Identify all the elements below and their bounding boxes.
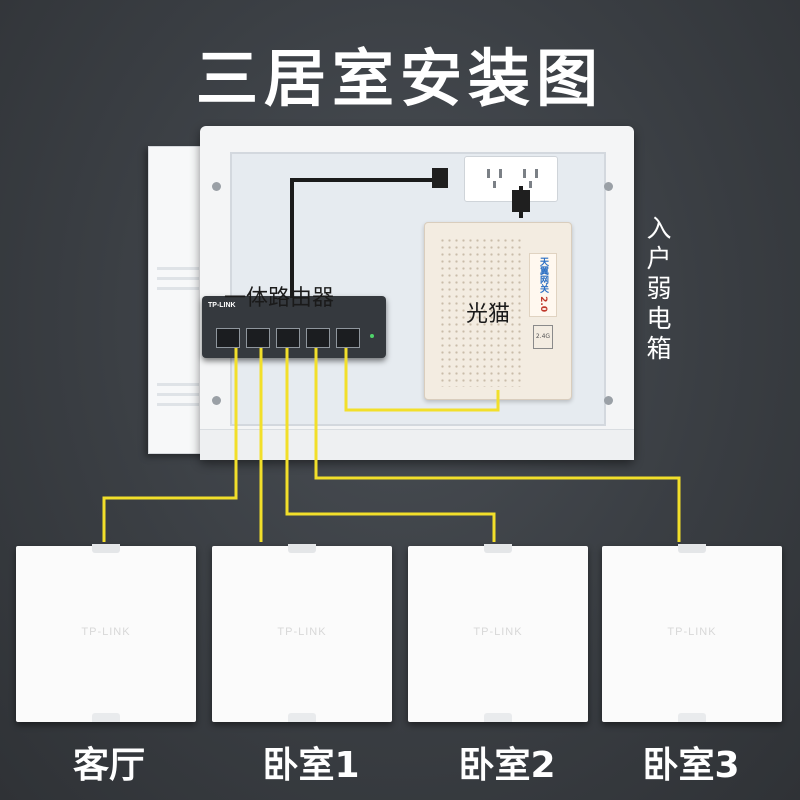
modem-label: 光猫 [466,302,511,327]
door-vent [157,277,199,280]
wiring-box-bottom-strip [200,429,634,460]
screw-icon [212,396,221,405]
power-socket-plate [464,156,558,202]
modem-band-tag: 2.4G [533,325,553,349]
panel-top-notch [484,544,512,553]
panel-top-notch [92,544,120,553]
ethernet-port-icon [306,328,330,348]
screw-icon [604,396,613,405]
cable-living-room [102,348,238,542]
page-title: 三居室安装图 [195,42,604,115]
wall-ap-panel-bedroom-2: TP-LINK [408,544,588,722]
power-plug-icon [432,168,448,188]
panel-top-notch [678,544,706,553]
room-label-bedroom-1: 卧室1 [262,745,360,786]
router-brand: TP-LINK [208,302,236,309]
router-power-cord [290,178,444,298]
modem-version: 2.0 [538,293,548,313]
socket-holes-icon [487,169,538,188]
modem-brand: 天翼网关 2.0 [529,253,557,317]
modem-vent-pattern [439,237,523,387]
panel-brand: TP-LINK [81,626,131,638]
panel-top-notch [288,544,316,553]
cabinet-door [148,146,208,454]
room-label-bedroom-2: 卧室2 [458,745,556,786]
panel-bottom-notch [288,713,316,722]
panel-brand: TP-LINK [667,626,717,638]
wall-ap-panel-bedroom-1: TP-LINK [212,544,392,722]
cable-bedroom-2 [285,348,496,542]
panel-bottom-notch [92,713,120,722]
ethernet-port-icon [246,328,270,348]
ethernet-port-icon [336,328,360,348]
room-label-living-room: 客厅 [72,745,145,786]
router-label: 一体路由器 [224,286,335,311]
door-vent [157,267,199,270]
ethernet-port-icon [216,328,240,348]
power-plug-icon [512,190,530,212]
integrated-router: TP-LINK [202,296,386,358]
optical-modem: 天翼网关 2.0 2.4G [424,222,572,400]
door-vent [157,393,199,396]
door-vent [157,383,199,386]
room-label-bedroom-3: 卧室3 [642,745,740,786]
ethernet-port-icon [276,328,300,348]
panel-brand: TP-LINK [277,626,327,638]
status-led-icon [370,334,374,338]
panel-bottom-notch [678,713,706,722]
panel-bottom-notch [484,713,512,722]
wiring-box-label: 入户弱电箱 [646,214,672,363]
door-vent [157,403,199,406]
cable-bedroom-3 [314,348,681,542]
wall-ap-panel-living-room: TP-LINK [16,544,196,722]
screw-icon [212,182,221,191]
door-vent [157,287,199,290]
screw-icon [604,182,613,191]
panel-brand: TP-LINK [473,626,523,638]
wall-ap-panel-bedroom-3: TP-LINK [602,544,782,722]
uplink-cable [344,348,500,412]
